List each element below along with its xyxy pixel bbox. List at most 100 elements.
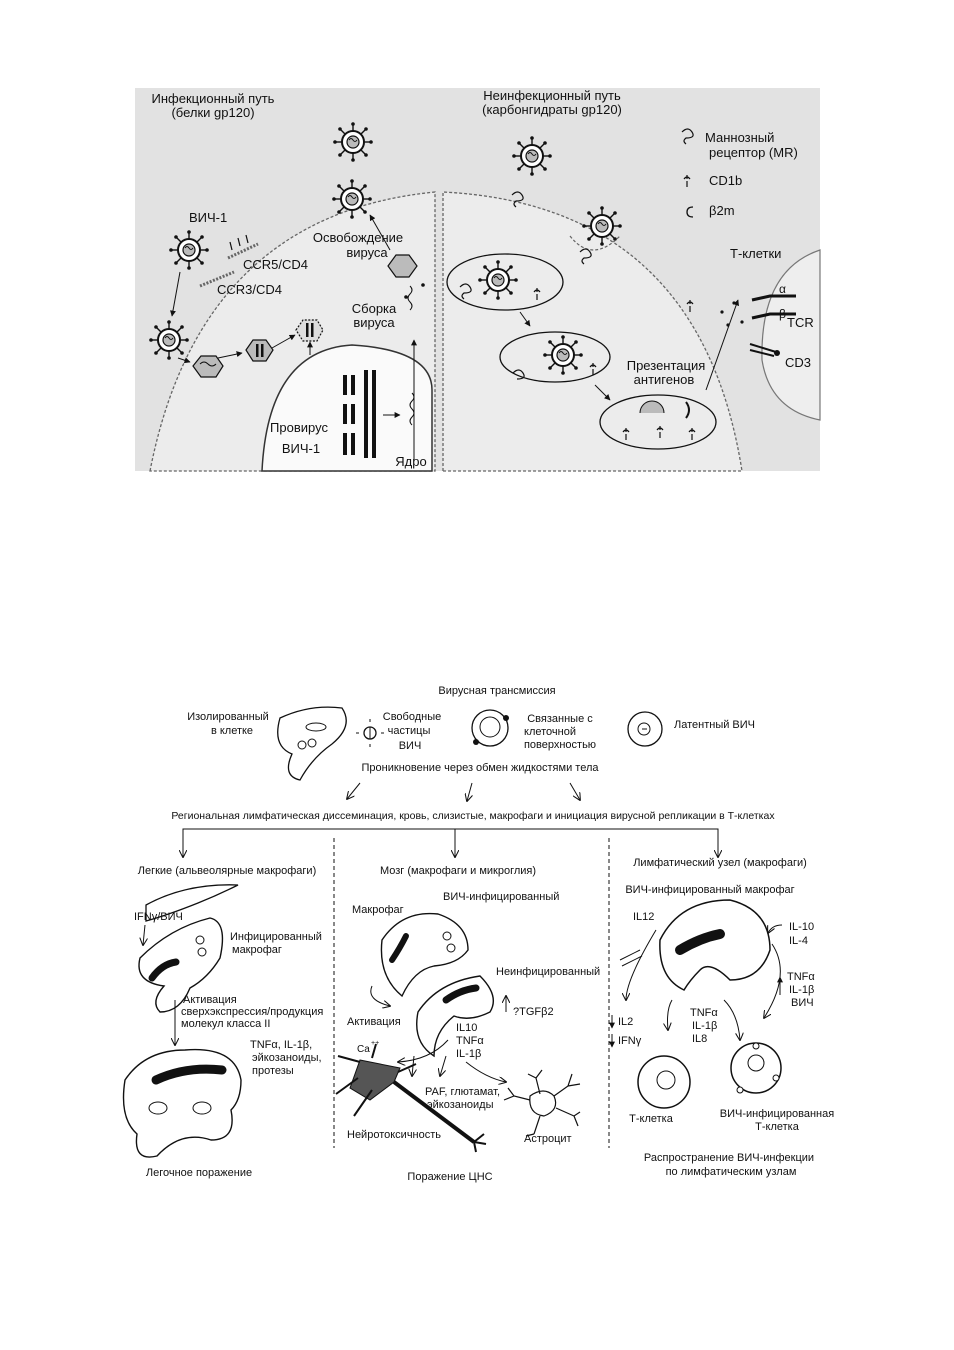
mrna-icon (409, 392, 415, 426)
il10-label-2: IL-4 (789, 935, 808, 947)
penetration-label: Проникновение через обмен жидкостями тел… (362, 762, 600, 774)
right-title-1: Неинфекционный путь (483, 88, 621, 103)
dna-bar (311, 323, 314, 337)
il12-label: IL12 (633, 911, 654, 923)
mannose-receptor-icon (511, 191, 524, 208)
vacuole-icon (192, 1101, 212, 1115)
free-virus-spikes (356, 719, 384, 747)
bound-label-1: Связанные с (527, 713, 593, 725)
mannose-receptor-icon (681, 128, 694, 145)
virus-icon (168, 229, 210, 271)
il10-arrow (768, 924, 783, 933)
virus-icon (542, 334, 584, 376)
infected-t-cell-nucleus (747, 1054, 765, 1072)
provirus-label-2: ВИЧ-1 (282, 441, 320, 456)
bound-cell-nucleus (479, 716, 501, 738)
brain-arrow (440, 1055, 447, 1076)
t-cell-nucleus (656, 1070, 676, 1090)
astrocyte-label: Астроцит (524, 1133, 572, 1145)
b2m-icon (686, 206, 694, 218)
lung-ifn-label: IFNγ/ВИЧ (134, 911, 183, 923)
tcr-label: TCR (787, 315, 814, 330)
il12-arrow (626, 929, 657, 1000)
cd3-label: CD3 (785, 355, 811, 370)
lung-infected-1: Инфицированный (230, 931, 322, 943)
isolated-label-2: в клетке (211, 725, 253, 737)
activated-lung-macrophage-icon (122, 1048, 242, 1158)
tcr-alpha-chain (751, 294, 796, 302)
tnf-right-2: IL-1β (789, 984, 814, 996)
cd3-complex (749, 349, 775, 357)
uninfected-macrophage-nucleus (442, 984, 480, 1004)
latent-cell-nucleus (637, 722, 651, 736)
lymph-mid-arrow (668, 999, 673, 1030)
tnf-right-1: TNFα (787, 971, 815, 983)
nucleus-label: Ядро (395, 454, 426, 469)
infection-arrows (170, 214, 417, 460)
provirus-dna-icon (343, 370, 376, 458)
transmission-title: Вирусная трансмиссия (438, 685, 555, 697)
brain-tgf-label: ?TGFβ2 (513, 1006, 554, 1018)
hiv1-label: ВИЧ-1 (189, 210, 227, 225)
virus-icon (511, 135, 553, 177)
lung-arrow (143, 924, 145, 945)
left-title-1: Инфекционный путь (152, 91, 275, 106)
lung-macrophage-nucleus (148, 958, 180, 982)
cd3-complex (749, 343, 777, 353)
astrocyte-icon (503, 1069, 581, 1137)
surface-virus-icon (473, 739, 479, 745)
virus-icon (332, 121, 374, 163)
paf-label-1: PAF, глютамат, (425, 1086, 500, 1098)
alpha-label: α (779, 282, 786, 296)
dna-bar (261, 344, 264, 357)
degraded-virus-icon (639, 400, 665, 414)
bound-label-3: поверхностью (524, 739, 596, 751)
endocytic-pit (569, 235, 621, 251)
activated-macrophage-nucleus (151, 1064, 227, 1085)
virus-particle-icon (195, 935, 205, 945)
endosome-1 (446, 253, 564, 311)
endosome-2 (499, 331, 611, 383)
b2m-icon (685, 401, 690, 419)
lung-cytokines-2: эйкозаноиды, (252, 1052, 322, 1064)
budding-virus-icon (752, 1042, 760, 1050)
regional-label: Региональная лимфатическая диссеминация,… (171, 810, 775, 822)
brain-to-neuron-arrow (398, 1039, 449, 1062)
virus-icon (331, 178, 373, 220)
lymph-title: Лимфатический узел (макрофаги) (633, 857, 807, 869)
figure2-panel: Вирусная трансмиссия Изолированный в кле… (122, 685, 834, 1183)
il10-label-1: IL-10 (789, 921, 814, 933)
il2-label: IL2 (618, 1016, 633, 1028)
free-label-2: частицы (388, 725, 431, 737)
presentation-arrows (519, 299, 740, 401)
assembly-label-1: Сборка (352, 301, 397, 316)
isolated-label-1: Изолированный (187, 711, 269, 723)
surface-virus-icon (503, 715, 509, 721)
brain-hiv-infected-label: ВИЧ-инфицированный (443, 891, 559, 903)
penetration-arrows (347, 782, 580, 801)
capsid-hexagon-icon (192, 355, 224, 378)
lymph-macrophage-icon (659, 899, 771, 991)
bound-label-2: клеточной (524, 726, 576, 738)
brain-macrophage-nucleus (389, 933, 409, 963)
lymph-macrophage-nucleus (675, 929, 725, 955)
ccr5-label: CCR5/CD4 (243, 257, 308, 272)
inhibition-mark (619, 949, 643, 967)
lymph-mid-arrow (723, 999, 740, 1040)
capsid-hexagon-icon (245, 339, 274, 362)
spread-label-1: Распространение ВИЧ-инфекции (644, 1152, 814, 1164)
tnf-mid-1: TNFα (690, 1007, 718, 1019)
infected-tcell-label-1: ВИЧ-инфицированная (720, 1108, 834, 1120)
figure1-panel: Инфекционный путь (белки gp120) Неинфекц… (135, 88, 821, 472)
tcr-beta-chain (751, 312, 796, 320)
ca-label: Ca (357, 1044, 370, 1055)
paf-label-2: эйкозаноиды (427, 1099, 494, 1111)
tcell-label: Т-клетка (629, 1113, 674, 1125)
virus-icon (581, 205, 623, 247)
virus-icon (148, 319, 190, 361)
brain-damage-label: Поражение ЦНС (407, 1171, 492, 1183)
endosome-3 (599, 394, 717, 450)
isolated-cell-icon (277, 706, 347, 781)
brain-cytokine-3: IL-1β (456, 1048, 481, 1060)
